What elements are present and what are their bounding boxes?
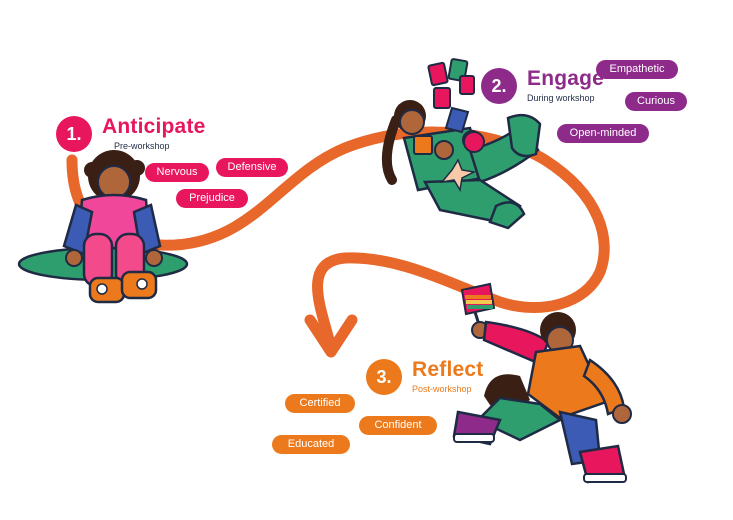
step-number-badge: 2. [481, 68, 517, 104]
person-reflect-illustration [452, 282, 632, 484]
arrow-head [304, 314, 358, 358]
step-title: Reflect [412, 358, 484, 381]
journey-path [66, 126, 610, 350]
step-engage: 2. Engage During workshop [481, 68, 604, 104]
tag-certified: Certified [285, 394, 355, 413]
step-reflect: 3. Reflect Post-workshop [366, 359, 483, 395]
tag-confident: Confident [359, 416, 437, 435]
step-number-badge: 1. [56, 116, 92, 152]
tag-empathetic: Empathetic [596, 60, 678, 79]
person-anticipate-illustration [17, 150, 189, 304]
step-subtitle: Post-workshop [412, 384, 472, 394]
person-engage-illustration [381, 58, 542, 230]
step-titles: Anticipate Pre-workshop [102, 116, 206, 152]
step-anticipate: 1. Anticipate Pre-workshop [56, 116, 206, 152]
tag-prejudice: Prejudice [176, 189, 248, 208]
step-number-badge: 3. [366, 359, 402, 395]
tag-defensive: Defensive [216, 158, 288, 177]
step-subtitle: During workshop [527, 93, 595, 103]
step-title: Engage [527, 67, 605, 90]
step-titles: Engage During workshop [527, 68, 604, 104]
tag-open-minded: Open-minded [557, 124, 649, 143]
tag-educated: Educated [272, 435, 350, 454]
step-subtitle: Pre-workshop [114, 141, 170, 151]
tag-nervous: Nervous [145, 163, 209, 182]
step-titles: Reflect Post-workshop [412, 359, 483, 395]
step-title: Anticipate [102, 115, 206, 138]
tag-curious: Curious [625, 92, 687, 111]
